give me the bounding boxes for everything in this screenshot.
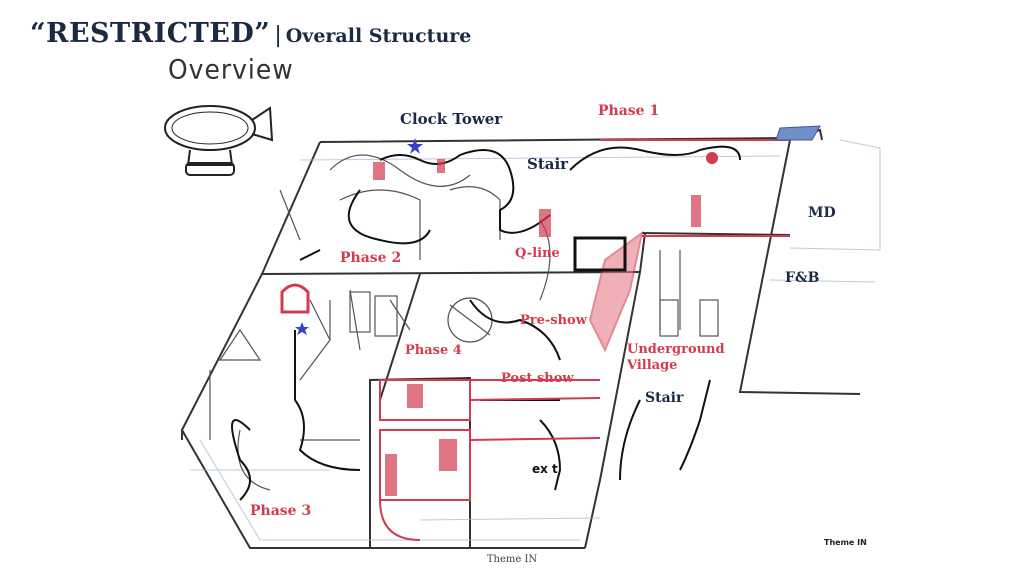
roof-marker: [775, 125, 821, 141]
label-phase-2: Phase 2: [340, 250, 402, 266]
label-fb: F&B: [785, 270, 820, 286]
label-phase-4: Phase 4: [405, 343, 462, 358]
label-phase-3: Phase 3: [250, 503, 312, 519]
label-clock-tower: Clock Tower: [400, 110, 503, 128]
label-stair-top: Stair: [527, 155, 569, 173]
star-markers: [295, 138, 423, 335]
red-structures: [280, 139, 790, 541]
pencil-details: [209, 154, 719, 491]
building-outline: [180, 128, 861, 549]
label-phase-1: Phase 1: [598, 103, 660, 119]
title-main: “RESTRICTED”: [30, 18, 271, 49]
visitor-route: [231, 145, 741, 501]
q-line-box: [573, 236, 627, 272]
label-underground-village: Underground Village: [627, 342, 725, 373]
title-separator: |: [274, 23, 282, 48]
overview-label: Overview: [168, 54, 294, 85]
label-exit: ex t: [532, 462, 558, 476]
artist-signature: Theme IN: [824, 538, 867, 547]
title-sub: Overall Structure: [285, 25, 472, 47]
label-pre-show: Pre-show: [520, 313, 587, 328]
label-stair-right: Stair: [645, 390, 684, 406]
slide-title: “RESTRICTED”|Overall Structure: [30, 18, 471, 49]
blimp-drawing: [164, 105, 274, 176]
label-md: MD: [808, 205, 836, 221]
footer-credit: Theme IN: [486, 554, 538, 565]
label-q-line: Q-line: [515, 246, 560, 261]
label-post-show: Post show: [501, 371, 574, 386]
